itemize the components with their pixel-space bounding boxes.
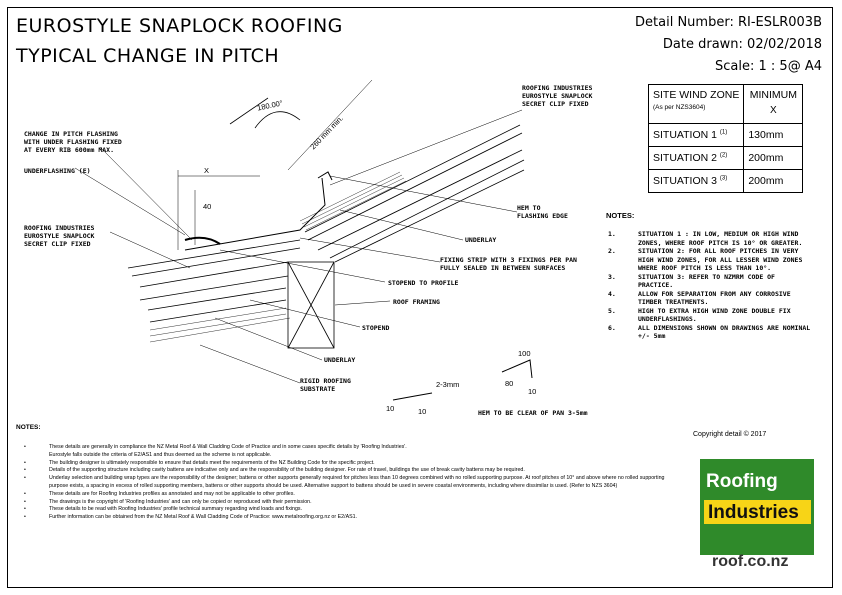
logo-url: roof.co.nz <box>712 553 789 570</box>
roof-framing-label: ROOF FRAMING <box>393 298 440 306</box>
bottom-notes-list: •These details are generally in complian… <box>24 444 684 522</box>
hundred-dimension: 100 <box>518 349 531 358</box>
list-item: •These details are for Roofing Industrie… <box>24 490 295 497</box>
roof-framing-member <box>287 261 335 349</box>
logo-word-roofing: Roofing <box>706 471 778 492</box>
fixing-strip-label: FIXING STRIP WITH 3 FIXINGS PER PAN FULL… <box>440 256 577 272</box>
stopend-profile-label: STOPEND TO PROFILE <box>388 279 459 287</box>
stopend-label: STOPEND <box>362 324 390 332</box>
underflashing-label: UNDERFLASHING (E) <box>24 167 91 175</box>
eighty-dimension: 80 <box>505 379 514 388</box>
angle-arc <box>254 111 301 129</box>
logo-yellow-band <box>704 500 811 524</box>
hem-clear-label: HEM TO BE CLEAR OF PAN 3-5mm <box>478 409 588 417</box>
logo-word-industries: Industries <box>708 502 799 523</box>
hem-flashing <box>317 171 333 181</box>
right-notes-title: NOTES: <box>606 211 635 220</box>
roofing-industries-logo: Roofing Industries roof.co.nz <box>700 459 814 572</box>
list-item: 6.ALL DIMENSIONS SHOWN ON DRAWINGS ARE N… <box>608 323 811 341</box>
gap-dimension: 2-3mm <box>436 380 460 389</box>
title-line-1: EUROSTYLE SNAPLOCK ROOFING <box>16 15 343 37</box>
clip-left-label: ROOFING INDUSTRIES EUROSTYLE SNAPLOCK SE… <box>24 224 95 248</box>
lower-roof-panel <box>127 239 301 323</box>
list-item: •Details of the supporting structure inc… <box>24 467 525 474</box>
list-item: 5.HIGH TO EXTRA HIGH WIND ZONE DOUBLE FI… <box>608 306 791 324</box>
hem-detail <box>392 392 433 401</box>
title-line-2: TYPICAL CHANGE IN PITCH <box>16 45 280 67</box>
list-item: •These details are generally in complian… <box>24 444 407 450</box>
upper-roof-panel <box>304 124 525 263</box>
list-item: Eurostyle falls outside the criteria of … <box>49 451 272 458</box>
x-dimension: X <box>204 166 210 175</box>
detail-number: Detail Number: RI-ESLR003B <box>635 15 822 30</box>
list-item: •The building designer is ultimately res… <box>24 459 375 466</box>
right-notes-list: 1.SITUATION 1 : IN LOW, MEDIUM OR HIGH W… <box>604 230 814 341</box>
upper-substrate-hatch <box>299 171 407 231</box>
forty-dimension: 40 <box>203 202 212 211</box>
bottom-notes-title: NOTES: <box>16 424 41 431</box>
copyright-notice: Copyright detail © 2017 <box>693 431 767 438</box>
underlay-bottom-label: UNDERLAY <box>324 356 356 364</box>
list-item: 3.SITUATION 3: REFER TO NZMRM CODE OF PR… <box>608 272 775 290</box>
wind-zone-table: SITE WIND ZONE (As per NZS3604) MINIMUM … <box>647 84 804 193</box>
list-item: 1.SITUATION 1 : IN LOW, MEDIUM OR HIGH W… <box>608 230 803 247</box>
clip-right-label: ROOFING INDUSTRIES EUROSTYLE SNAPLOCK SE… <box>522 84 593 108</box>
flashing-clip <box>184 236 221 245</box>
list-item: 2.SITUATION 2: FOR ALL ROOF PITCHES IN V… <box>608 247 803 272</box>
drawing-frame <box>7 7 833 588</box>
ten-c-dimension: 10 <box>528 387 537 396</box>
scale: Scale: 1 : 5@ A4 <box>715 59 822 74</box>
rigid-substrate-label: RIGID ROOFING SUBSTRATE <box>300 377 351 393</box>
date-drawn: Date drawn: 02/02/2018 <box>662 37 822 52</box>
list-item: •Further information can be obtained fro… <box>24 514 358 521</box>
list-item: •Underlay selection and building wrap ty… <box>24 475 665 489</box>
ten-a-dimension: 10 <box>386 404 395 413</box>
list-item: •The drawings is the copyright of 'Roofi… <box>24 498 312 505</box>
minimum-header: MINIMUM X <box>743 84 804 124</box>
hem-label: HEM TO FLASHING EDGE <box>517 204 568 220</box>
wind-zone-header: SITE WIND ZONE (As per NZS3604) <box>647 84 745 124</box>
list-item: 4.ALLOW FOR SEPARATION FROM ANY CORROSIV… <box>608 289 791 307</box>
ten-b-dimension: 10 <box>418 407 427 416</box>
table-row: SITUATION 1 (1) 130mm <box>647 123 804 147</box>
underlay-top-label: UNDERLAY <box>465 236 497 244</box>
table-row: SITUATION 2 (2) 200mm <box>647 146 804 170</box>
lower-substrate-hatch <box>149 307 291 343</box>
profile-detail <box>501 359 533 379</box>
table-row: SITUATION 3 (3) 200mm <box>647 169 804 193</box>
flashing-label: CHANGE IN PITCH FLASHING WITH UNDER FLAS… <box>24 130 122 154</box>
list-item: •These details to be read with Roofing I… <box>24 506 303 513</box>
change-in-pitch-flashing <box>184 177 326 251</box>
